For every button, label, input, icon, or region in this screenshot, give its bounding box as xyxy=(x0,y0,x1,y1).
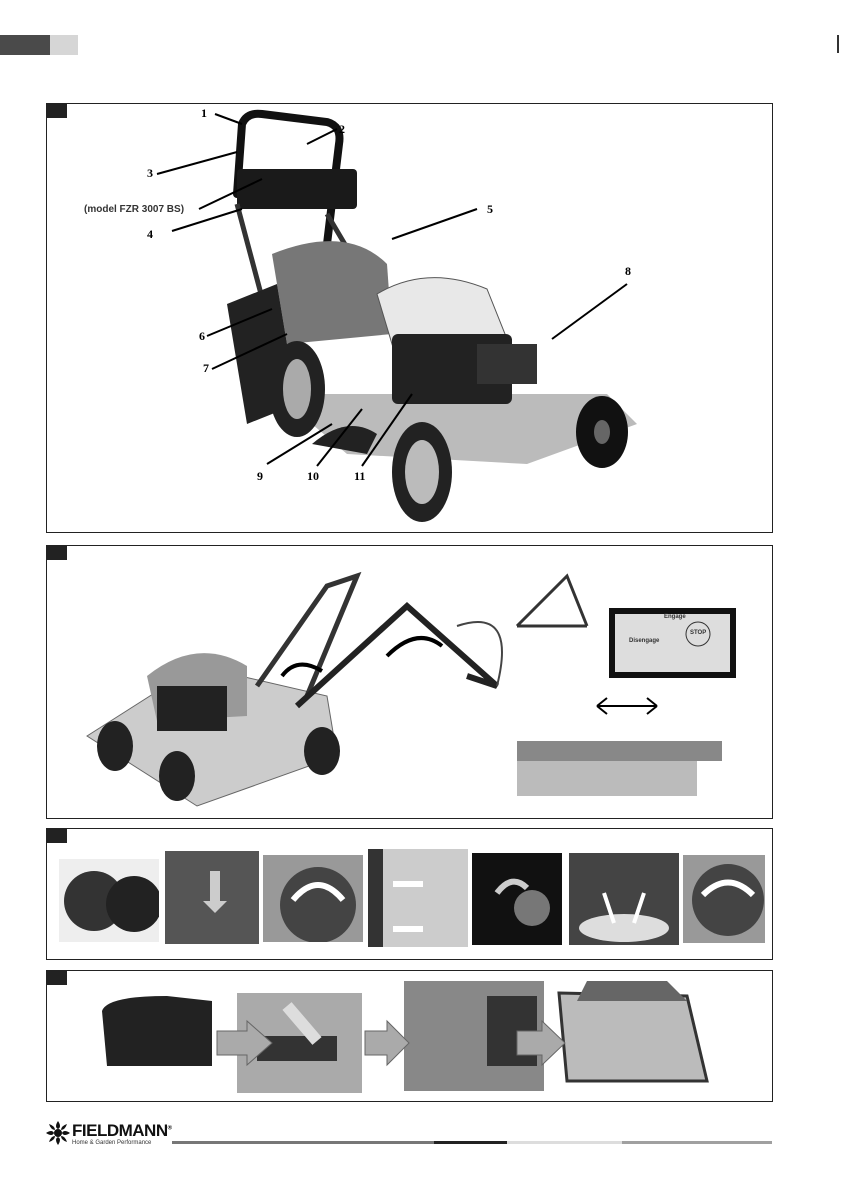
handle-folding-illustration xyxy=(86,571,736,807)
figure-number-block xyxy=(47,971,67,985)
footer-bar-segment-4 xyxy=(622,1141,772,1144)
wheel-step-5 xyxy=(472,853,562,945)
figure-2-handle-assembly: Engage Disengage STOP xyxy=(46,545,773,819)
figure-number-block xyxy=(47,104,67,118)
wheel-step-6 xyxy=(569,853,679,945)
model-note: (model FZR 3007 BS) xyxy=(84,204,185,215)
callout-9: 9 xyxy=(257,469,263,483)
header-tab-dark xyxy=(0,35,50,55)
fieldmann-logo: FIELDMANN® Home & Garden Performance xyxy=(46,1121,186,1151)
wheel-step-2 xyxy=(165,851,259,944)
grass-bag-steps xyxy=(102,981,709,1093)
figure-number-block xyxy=(47,546,67,560)
brand-tagline: Home & Garden Performance xyxy=(72,1140,152,1146)
callout-4: 4 xyxy=(147,227,153,241)
wheel-step-3 xyxy=(263,855,363,942)
decal-disengage: Disengage xyxy=(629,638,660,644)
callout-7: 7 xyxy=(203,361,209,375)
footer-bar-segment-2 xyxy=(434,1141,507,1144)
callout-8: 8 xyxy=(625,264,631,278)
callout-3: 3 xyxy=(147,166,153,180)
wheel-step-7 xyxy=(683,855,765,943)
callout-6: 6 xyxy=(199,329,205,343)
fieldmann-logo-icon xyxy=(46,1121,70,1145)
callout-5: 5 xyxy=(487,202,493,216)
decal-stop: STOP xyxy=(690,630,707,636)
callout-1: 1 xyxy=(201,106,207,120)
footer-bar-segment-3 xyxy=(507,1141,622,1144)
header-tab-light xyxy=(50,35,78,55)
page-corner-mark xyxy=(837,35,839,53)
brand-text: FIELDMANN xyxy=(72,1121,168,1140)
brand-name: FIELDMANN® xyxy=(72,1121,172,1141)
figure-4-grass-bag-assembly xyxy=(46,970,773,1102)
figure-1-mower-parts: 1 2 3 (model FZR 3007 BS) 4 5 6 7 8 9 10… xyxy=(46,103,773,533)
callout-2: 2 xyxy=(339,122,345,136)
wheel-step-4 xyxy=(368,849,468,947)
callout-11: 11 xyxy=(354,469,366,483)
figure-3-wheel-assembly xyxy=(46,828,773,960)
wheel-step-1 xyxy=(59,859,159,942)
decal-engage: Engage xyxy=(664,614,686,620)
figure-number-block xyxy=(47,829,67,843)
callout-10: 10 xyxy=(307,469,319,483)
footer-bar-segment-1 xyxy=(172,1141,434,1144)
mower-illustration xyxy=(156,109,637,522)
registered-mark: ® xyxy=(167,1125,172,1132)
